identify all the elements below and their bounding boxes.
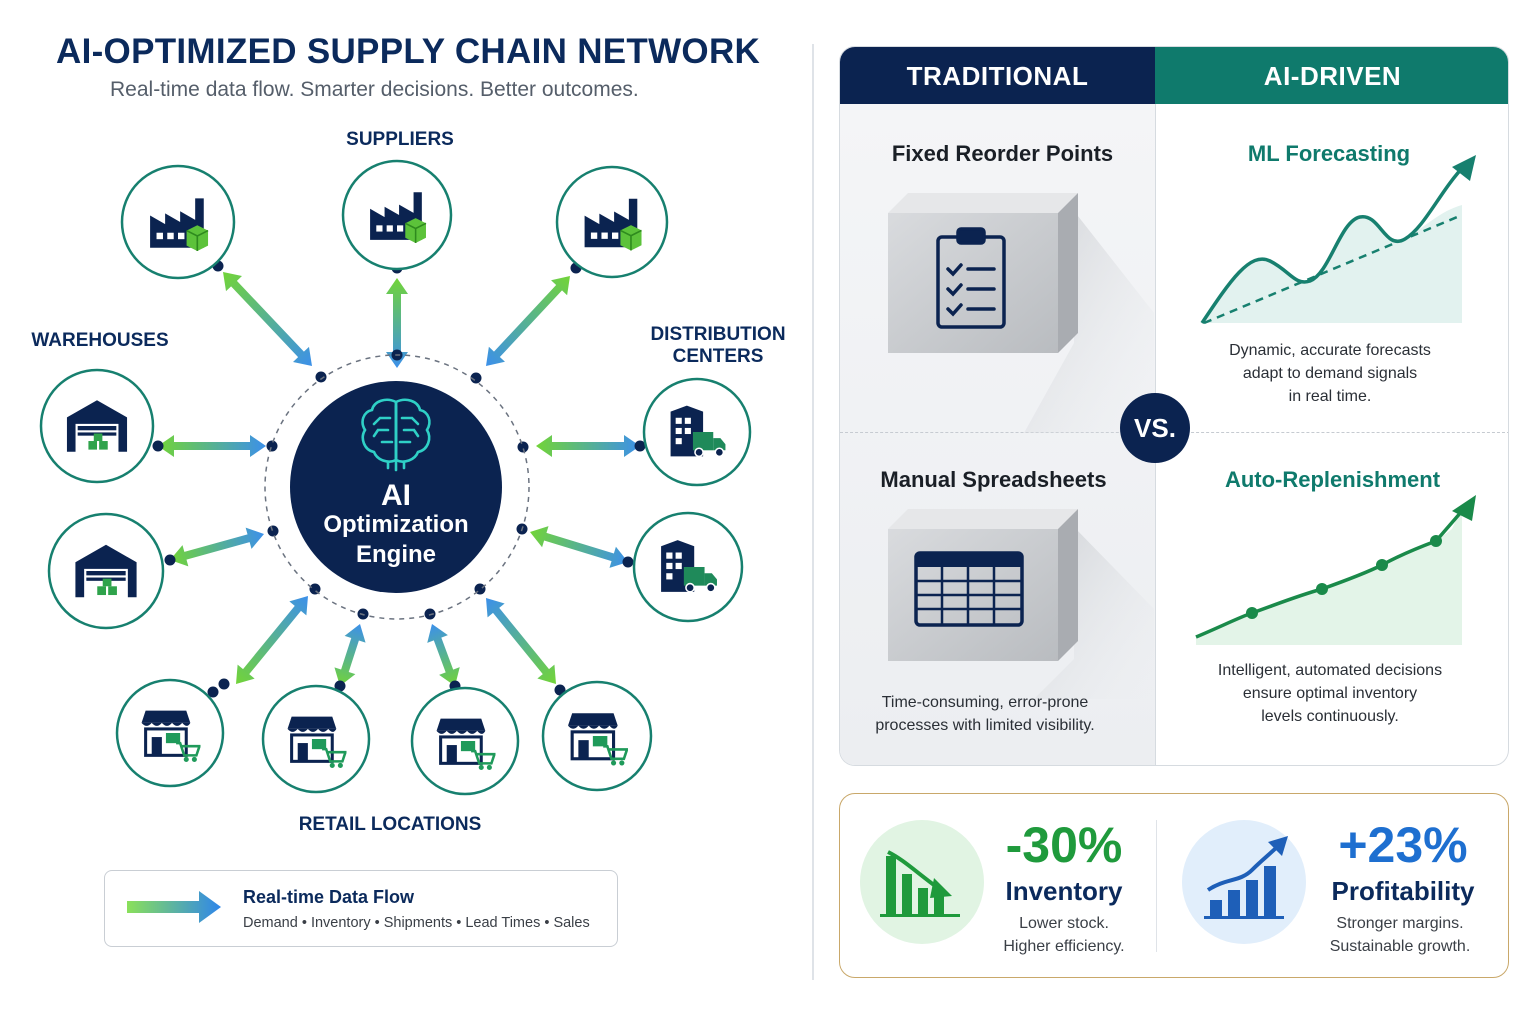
bar-chart-up-icon (1182, 820, 1306, 944)
spreadsheet-icon (888, 509, 1154, 699)
clipboard-checklist-icon (888, 193, 1154, 433)
metrics-divider (1156, 820, 1157, 952)
retail-node-2 (261, 684, 371, 794)
ml-forecast-line-icon (1200, 155, 1476, 325)
warehouse-node-2 (47, 512, 165, 630)
connection-dot (424, 608, 436, 620)
data-flow-arrow (158, 435, 266, 457)
comparison-panel: TRADITIONAL AI-DRIVEN Fixed Reorder Poin… (839, 46, 1509, 766)
traditional-header: TRADITIONAL (840, 47, 1155, 104)
engine-orbit (264, 354, 530, 620)
data-flow-arrow-icon (127, 891, 221, 923)
legend-items: Demand • Inventory • Shipments • Lead Ti… (243, 915, 590, 931)
engine-label-line3: Engine (356, 541, 436, 568)
connection-dot (315, 371, 327, 383)
section-divider (812, 44, 814, 980)
supplier-node-2 (341, 159, 453, 271)
ml-forecasting-title: ML Forecasting (1247, 141, 1411, 166)
auto-replenishment-line-icon (1195, 495, 1476, 645)
engine-label-line1: AI (381, 479, 411, 512)
data-flow-arrow (223, 272, 312, 366)
data-flow-arrow (236, 596, 308, 684)
supplier-node-3 (555, 165, 669, 279)
page-subtitle: Real-time data flow. Smarter decisions. … (110, 78, 639, 101)
page-title: AI-OPTIMIZED SUPPLY CHAIN NETWORK (56, 32, 761, 71)
engine-label-line2: Optimization (323, 511, 468, 538)
retail-node-4 (541, 680, 653, 792)
distribution-label-line1: DISTRIBUTION (650, 324, 786, 345)
ai-engine (290, 381, 502, 593)
inventory-desc-line1: Lower stock. (1019, 915, 1109, 932)
profitability-desc-line2: Sustainable growth. (1329, 938, 1471, 955)
connection-dot (164, 554, 176, 566)
inventory-metric-label: Inventory (1005, 876, 1123, 906)
data-flow-arrow (386, 278, 408, 368)
connection-dot (634, 440, 646, 452)
warehouses-label: WAREHOUSES (31, 330, 169, 351)
connection-dot (152, 440, 164, 452)
connection-dot (334, 680, 346, 692)
retail-node-3 (410, 686, 520, 796)
data-flow-arrow (536, 435, 640, 457)
data-flow-arrow (530, 526, 628, 568)
ai-driven-header: AI-DRIVEN (1155, 47, 1508, 104)
suppliers-label: SUPPLIERS (346, 129, 454, 150)
connection-dot (470, 372, 482, 384)
metrics-panel: -30% Inventory Lower stock. Higher effic… (839, 793, 1509, 978)
data-flow-arrow (427, 624, 460, 686)
data-flow-arrow (486, 598, 556, 684)
supplier-node-1 (120, 164, 236, 280)
legend-title: Real-time Data Flow (243, 887, 415, 907)
connection-dot (517, 441, 529, 453)
connection-dot (622, 556, 634, 568)
ml-desc-line2: adapt to demand signals (1242, 365, 1418, 382)
connection-dot (266, 440, 278, 452)
distribution-label-line2: CENTERS (672, 346, 764, 367)
retail-node-1 (115, 678, 225, 788)
fixed-reorder-title: Fixed Reorder Points (891, 141, 1114, 166)
legend-box: Real-time Data Flow Demand • Inventory •… (104, 870, 618, 947)
data-flow-arrow (170, 527, 264, 567)
profitability-metric-label: Profitability (1331, 876, 1475, 906)
auto-desc-line3: levels continuously. (1261, 708, 1399, 725)
retail-label: RETAIL LOCATIONS (298, 814, 482, 835)
distribution-node-1 (642, 377, 752, 487)
network-diagram: AI Optimization Engine (39, 159, 752, 796)
brain-circuit-icon (361, 398, 431, 472)
auto-desc-line2: ensure optimal inventory (1242, 685, 1418, 702)
distribution-node-2 (632, 511, 744, 623)
data-flow-arrows (158, 272, 640, 686)
traditional-desc-line1: Time-consuming, error-prone (881, 694, 1089, 711)
data-flow-arrow (334, 624, 366, 686)
inventory-metric-value: -30% (1005, 817, 1123, 873)
ml-desc-line1: Dynamic, accurate forecasts (1229, 342, 1431, 359)
auto-replenishment-title: Auto-Replenishment (1224, 467, 1441, 492)
profitability-metric-value: +23% (1338, 817, 1468, 873)
vs-badge: VS. (1120, 393, 1190, 463)
profitability-desc-line1: Stronger margins. (1336, 915, 1464, 932)
data-flow-arrow (486, 276, 570, 366)
warehouse-node-1 (39, 368, 155, 484)
inventory-desc-line2: Higher efficiency. (1003, 938, 1125, 955)
manual-spreadsheets-title: Manual Spreadsheets (880, 467, 1107, 492)
traditional-desc-line2: processes with limited visibility. (875, 717, 1095, 734)
connection-dot (267, 525, 279, 537)
connection-dot (218, 678, 230, 690)
ml-desc-line3: in real time. (1288, 388, 1372, 405)
auto-desc-line1: Intelligent, automated decisions (1217, 662, 1443, 679)
bar-chart-down-icon (860, 820, 984, 944)
connection-dot (207, 686, 219, 698)
